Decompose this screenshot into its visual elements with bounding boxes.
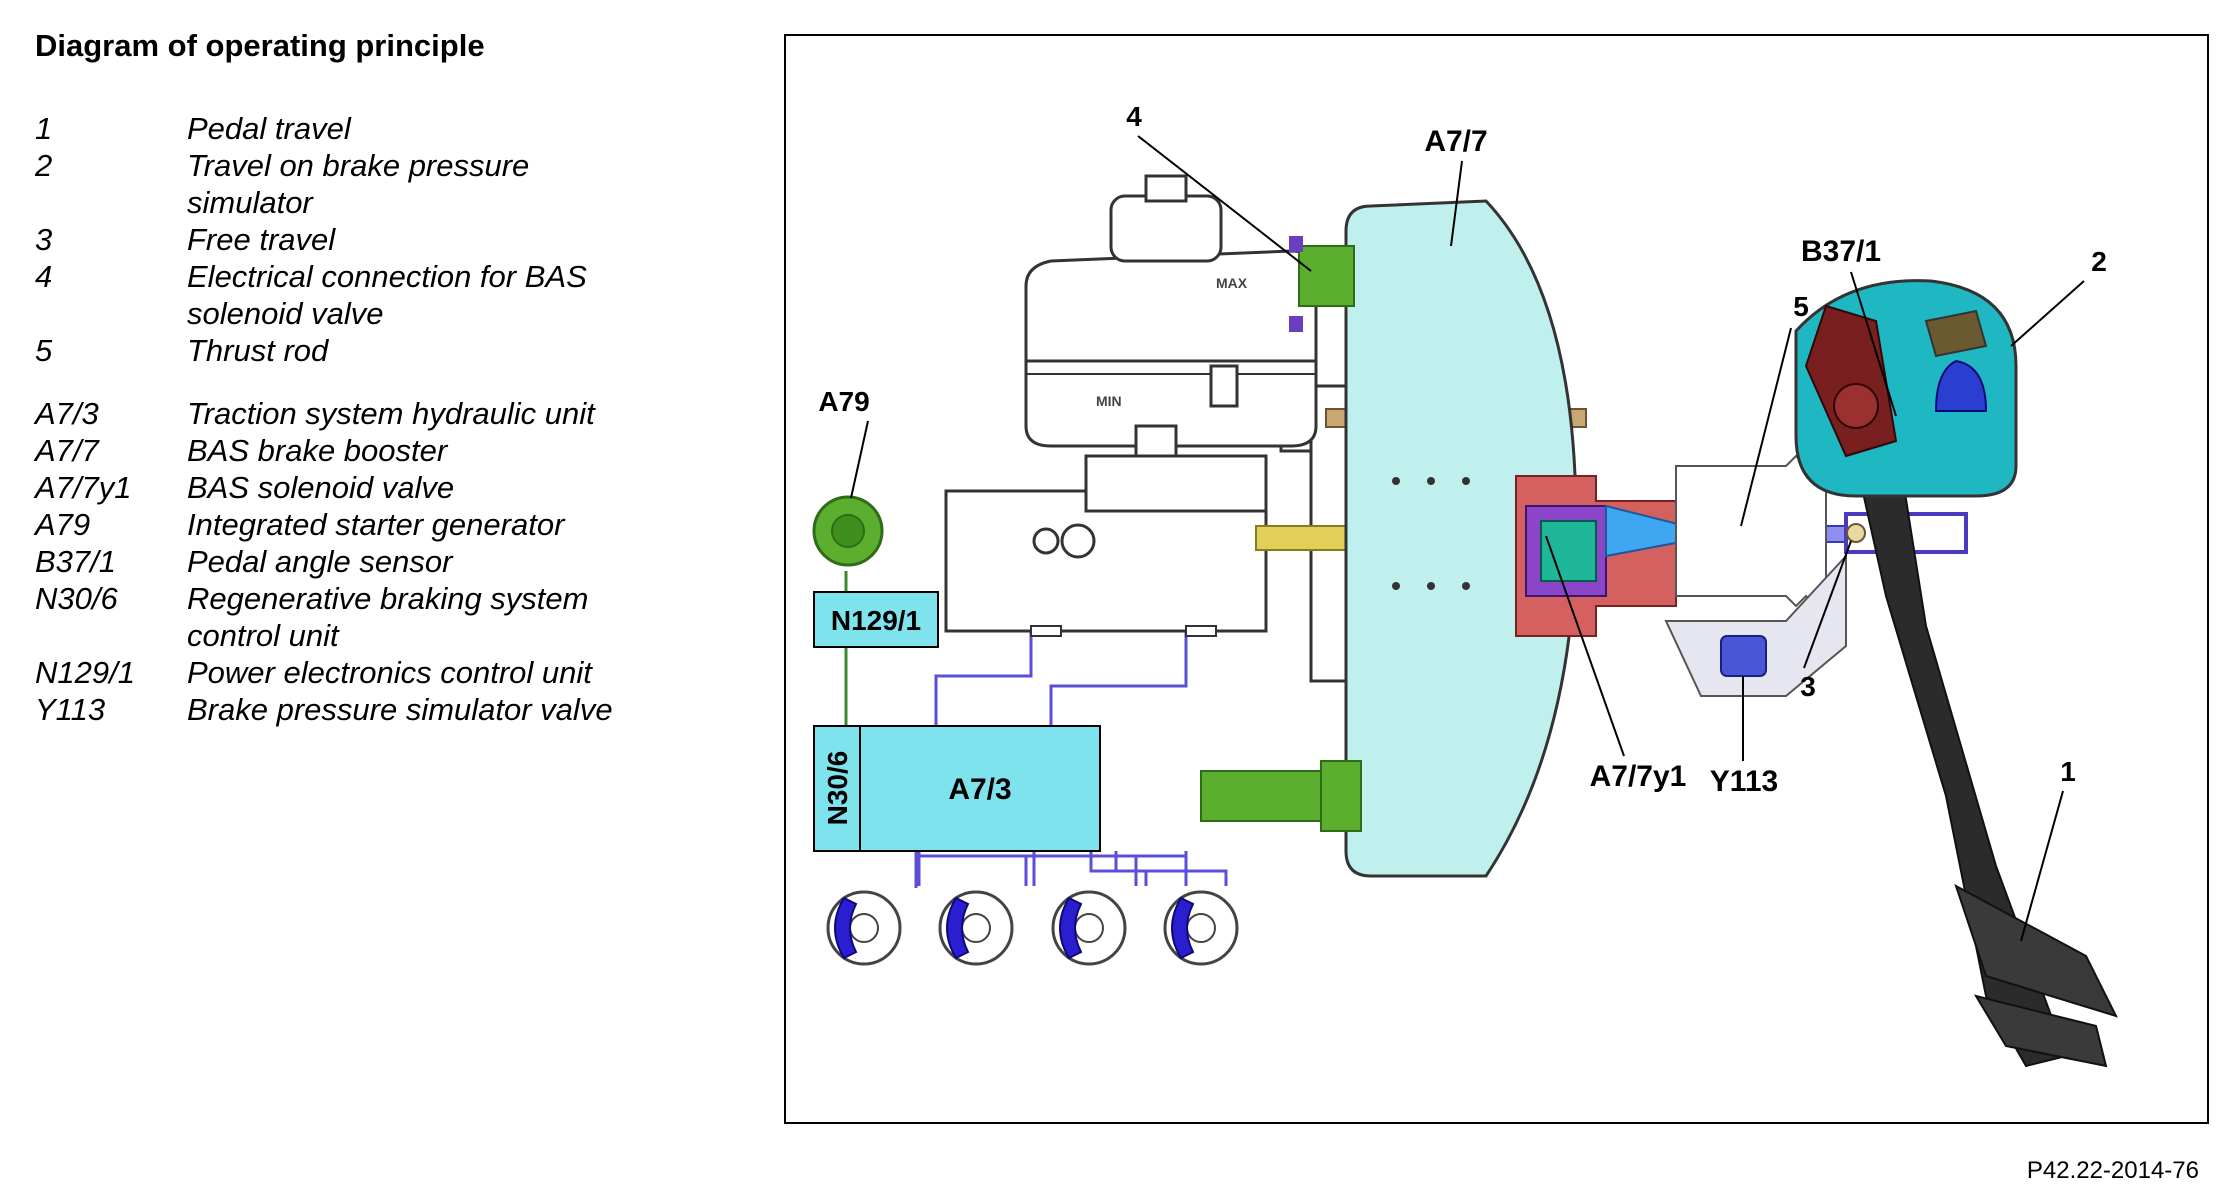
- legend-desc: Pedal angle sensor: [187, 544, 453, 579]
- label-4: 4: [1126, 101, 1142, 132]
- bas-solenoid-valve-icon: [1515, 475, 1677, 637]
- brake-disc-icon: [1051, 890, 1127, 966]
- legend-code: N129/1: [35, 655, 135, 690]
- legend-item: 5 Thrust rod: [35, 332, 755, 369]
- leader-a7-7: [1450, 160, 1463, 247]
- lower-connector-icon: [1200, 770, 1322, 822]
- legend-desc: Integrated starter generator: [187, 507, 565, 542]
- label-n129-1: N129/1: [831, 605, 921, 636]
- legend-item: Y113 Brake pressure simulator valve: [35, 691, 755, 728]
- legend-code: A7/7y1: [35, 470, 132, 505]
- bellows-icon: [1675, 454, 1827, 608]
- diagram-title: Diagram of operating principle: [35, 28, 485, 63]
- label-b37-1: B37/1: [1801, 235, 1881, 268]
- figure-reference: P42.22-2014-76: [2026, 1157, 2199, 1184]
- legend-code: A7/3: [35, 396, 99, 431]
- legend-code: 3: [35, 222, 53, 257]
- legend-item: A7/7 BAS brake booster: [35, 432, 755, 469]
- label-a7-7: A7/7: [1424, 125, 1487, 158]
- legend-item: A7/3 Traction system hydraulic unit: [35, 395, 755, 432]
- bas-connector-icon: [1298, 245, 1355, 307]
- legend-item: 3 Free travel: [35, 221, 755, 258]
- label-a7-3: A7/3: [948, 773, 1011, 806]
- connector-clip: [1289, 316, 1303, 332]
- brake-booster-icon: [1344, 199, 1578, 878]
- legend-item: 1 Pedal travel: [35, 110, 755, 147]
- leader-b37-1: [1850, 271, 1897, 417]
- fluid-reservoir-icon: [1024, 174, 1318, 458]
- legend-desc: Free travel: [187, 222, 336, 257]
- label-a79: A79: [818, 386, 869, 417]
- pedal-bracket-icon: [1794, 279, 2018, 498]
- legend-item: A79 Integrated starter generator: [35, 506, 755, 543]
- legend: 1 Pedal travel 2 Travel on brake pressure …: [35, 110, 755, 728]
- legend-code: 1: [35, 111, 53, 146]
- legend-desc: Power electronics control unit: [187, 655, 592, 690]
- n30-6-box: [813, 725, 861, 852]
- brake-disc-icon: [826, 890, 902, 966]
- leader-4: [1137, 135, 1312, 272]
- a79-generator-icon: [812, 495, 884, 567]
- reservoir-max-mark: MAX: [1216, 275, 1248, 291]
- diagram-canvas: A79 N129/1 N30/6 A7/3: [812, 101, 2118, 1068]
- brake-disc-icon: [938, 890, 1014, 966]
- n129-1-box: [813, 591, 939, 648]
- brake-pedal-icon: [1804, 355, 2118, 1068]
- legend-code: A7/7: [35, 433, 99, 468]
- legend-code: B37/1: [35, 544, 117, 579]
- legend-desc: Travel on brake pressure simulator: [187, 148, 530, 220]
- legend-code: N30/6: [35, 581, 118, 616]
- legend-desc: Thrust rod: [187, 333, 329, 368]
- label-3: 3: [1800, 671, 1816, 702]
- reservoir-min-mark: MIN: [1096, 393, 1122, 409]
- clevis-pin: [1846, 523, 1866, 543]
- label-5: 5: [1793, 291, 1809, 322]
- label-2: 2: [2091, 246, 2107, 277]
- legend-code: 4: [35, 259, 53, 294]
- legend-item: N30/6 Regenerative braking system control…: [35, 580, 755, 654]
- legend-desc: BAS brake booster: [187, 433, 448, 468]
- legend-desc: Electrical connection for BAS solenoid v…: [187, 259, 587, 331]
- diagram-frame: A79 N129/1 N30/6 A7/3: [784, 34, 2209, 1124]
- legend-code: Y113: [35, 692, 106, 727]
- label-n30-6: N30/6: [822, 751, 853, 826]
- brake-disc-icon: [1163, 890, 1239, 966]
- legend-item: 2 Travel on brake pressure simulator: [35, 147, 755, 221]
- label-y113: Y113: [1710, 765, 1778, 798]
- leader-5: [1740, 327, 1792, 527]
- y113-valve-icon: [1664, 553, 1847, 697]
- legend-code: 2: [35, 148, 53, 183]
- lower-connector-plug: [1320, 760, 1362, 832]
- leader-3: [1803, 540, 1852, 669]
- legend-desc: Regenerative braking system control unit: [187, 581, 589, 653]
- legend-code: 5: [35, 333, 53, 368]
- leader-a79: [850, 420, 869, 499]
- label-a7-7y1: A7/7y1: [1590, 760, 1687, 793]
- legend-desc: Brake pressure simulator valve: [187, 692, 613, 727]
- legend-item: 4 Electrical connection for BAS solenoid …: [35, 258, 755, 332]
- a7-3-box: [859, 725, 1101, 852]
- legend-code: A79: [35, 507, 91, 542]
- label-1: 1: [2060, 756, 2076, 787]
- leader-2: [2010, 280, 2085, 347]
- legend-item: A7/7y1 BAS solenoid valve: [35, 469, 755, 506]
- legend-desc: BAS solenoid valve: [187, 470, 455, 505]
- legend-desc: Traction system hydraulic unit: [187, 396, 595, 431]
- leader-1: [2020, 790, 2064, 942]
- master-cylinder-icon: [944, 384, 1353, 683]
- legend-item: B37/1 Pedal angle sensor: [35, 543, 755, 580]
- legend-item: N129/1 Power electronics control unit: [35, 654, 755, 691]
- connector-clip: [1289, 236, 1303, 252]
- leader-a7-7y1: [1545, 535, 1625, 757]
- legend-desc: Pedal travel: [187, 111, 351, 146]
